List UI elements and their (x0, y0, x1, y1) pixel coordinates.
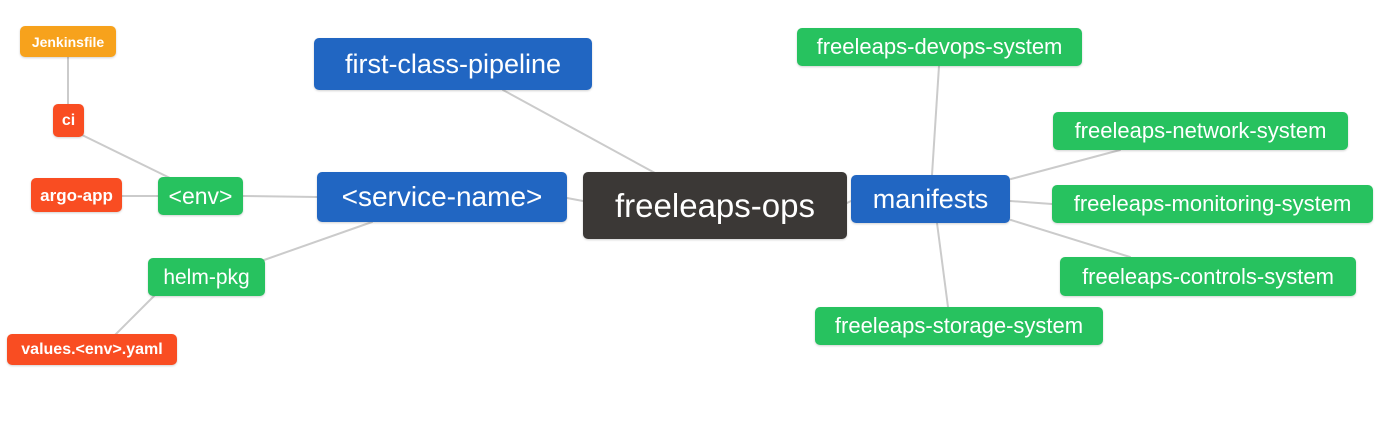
node-manifests[interactable]: manifests (851, 175, 1010, 223)
edge-service-name-to-helm-pkg (263, 221, 373, 261)
node-jenkinsfile[interactable]: Jenkinsfile (20, 26, 116, 57)
node-env[interactable]: <env> (158, 177, 243, 215)
node-values-env-yaml[interactable]: values.<env>.yaml (7, 334, 177, 365)
edge-ci-to-env (79, 133, 173, 180)
node-ci[interactable]: ci (53, 104, 84, 137)
edge-service-name-to-freeleaps-ops (566, 197, 584, 202)
edge-first-class-pipeline-to-freeleaps-ops (502, 89, 656, 174)
edge-manifests-to-freeleaps-controls-system (1010, 219, 1131, 258)
edge-manifests-to-freeleaps-monitoring-system (1009, 200, 1053, 205)
node-freeleaps-monitoring-system[interactable]: freeleaps-monitoring-system (1052, 185, 1373, 223)
node-first-class-pipeline[interactable]: first-class-pipeline (314, 38, 592, 90)
node-freeleaps-storage-system[interactable]: freeleaps-storage-system (815, 307, 1103, 345)
edge-freeleaps-ops-to-manifests (846, 200, 852, 204)
node-freeleaps-network-system[interactable]: freeleaps-network-system (1053, 112, 1348, 150)
edge-helm-pkg-to-values-env-yaml (114, 294, 156, 336)
node-argo-app[interactable]: argo-app (31, 178, 122, 212)
node-freeleaps-devops-system[interactable]: freeleaps-devops-system (797, 28, 1082, 66)
edge-manifests-to-freeleaps-network-system (1010, 149, 1121, 180)
edge-manifests-to-freeleaps-devops-system (931, 65, 940, 176)
edge-manifests-to-freeleaps-storage-system (936, 222, 949, 308)
node-service-name[interactable]: <service-name> (317, 172, 567, 222)
node-freeleaps-controls-system[interactable]: freeleaps-controls-system (1060, 257, 1356, 296)
node-freeleaps-ops[interactable]: freeleaps-ops (583, 172, 847, 239)
node-helm-pkg[interactable]: helm-pkg (148, 258, 265, 296)
edge-env-to-service-name (242, 195, 318, 198)
